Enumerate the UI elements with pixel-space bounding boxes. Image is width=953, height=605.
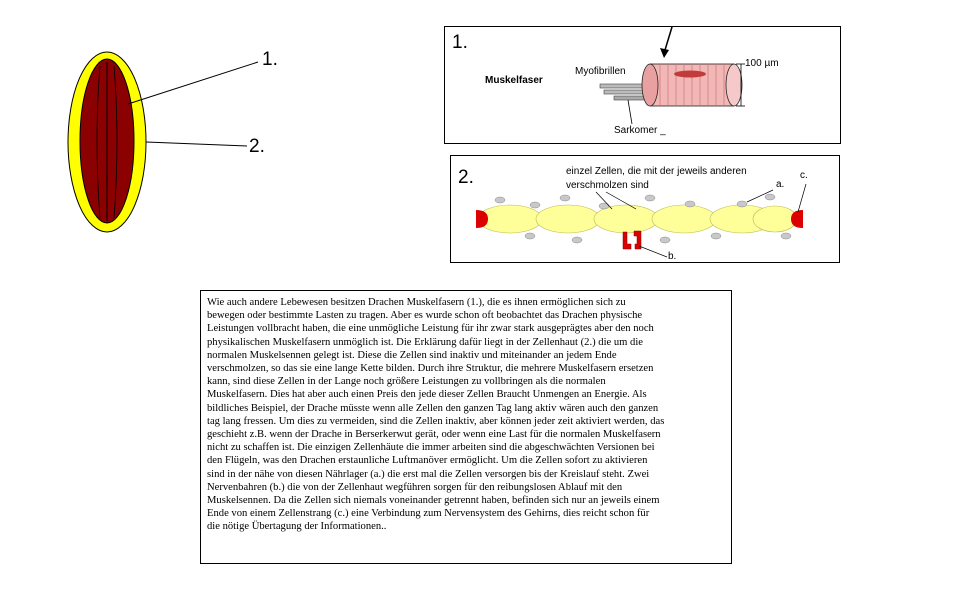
- fiber-right-split: [113, 65, 118, 219]
- sarcomere-pointer: [627, 99, 633, 125]
- nerve-pathway: [622, 231, 632, 250]
- description-line: kann, sind diese Zellen in der Lange noc…: [207, 376, 606, 388]
- caption-pointer: [605, 191, 637, 210]
- pointer-line-1: [127, 61, 259, 105]
- label-a: a.: [776, 179, 785, 190]
- panel1-title: Muskelfaser: [485, 75, 543, 86]
- description-line: geschieht z.B. wenn der Drache in Berser…: [207, 429, 661, 441]
- fiber-end-cap: [725, 63, 743, 107]
- nutrient-store: [571, 236, 583, 244]
- fiber-front-face: [641, 63, 659, 107]
- label-b: b.: [668, 251, 677, 262]
- description-text-box: Wie auch andere Lebewesen besitzen Drach…: [200, 290, 732, 564]
- nutrient-store: [659, 236, 671, 244]
- myofibrils-label: Myofibrillen: [575, 66, 626, 77]
- pointer-c: [797, 183, 807, 213]
- size-label: 100 µm: [745, 58, 779, 69]
- nutrient-store: [780, 232, 792, 240]
- nerve-connection-right: [791, 210, 803, 228]
- description-line: sind in der nähe von diesen Nährlager (a…: [207, 468, 650, 480]
- panel2-number: 2.: [458, 167, 474, 188]
- fused-cell: [535, 204, 601, 234]
- description-line: Wie auch andere Lebewesen besitzen Drach…: [207, 297, 626, 308]
- nutrient-store: [559, 194, 571, 202]
- description-line: tag lang fressen. Um dies zu vermeiden, …: [207, 415, 665, 427]
- pointer-line-2: [145, 141, 248, 147]
- description-line: nicht zu schaffen ist. Die einzigen Zell…: [207, 442, 655, 454]
- description-line: physikalischen Muskelfasern unmöglich is…: [207, 336, 643, 348]
- description-line: Muskelfasern. Dies hat aber auch einen P…: [207, 389, 647, 401]
- panel1-number: 1.: [452, 32, 468, 53]
- label-c: c.: [800, 170, 808, 181]
- fused-cell: [752, 205, 798, 233]
- description-line: Leistungen vollbracht haben, die eine un…: [207, 323, 654, 335]
- description-line: Ende von einem Zellenstrang (c.) eine Ve…: [207, 508, 650, 520]
- pointer-a: [746, 189, 774, 203]
- description-line: die nötige Übertagung der Informationen.…: [207, 521, 387, 533]
- nutrient-store: [494, 196, 506, 204]
- nutrient-store: [524, 232, 536, 240]
- description-line: den Flügeln, was den Drachen erstaunlich…: [207, 455, 648, 467]
- sarcomere-label: Sarkomer _: [614, 125, 666, 136]
- description-line: Muskelsennen. Da die Zellen sich niemals…: [207, 495, 660, 507]
- nutrient-store: [684, 200, 696, 208]
- nerve-pathway: [633, 230, 642, 250]
- left-label-2: 2.: [249, 136, 265, 157]
- nerve-connection-left: [476, 210, 488, 228]
- description-line: Nervenbahren (b.) die von der Zellenhaut…: [207, 481, 623, 493]
- panel2-caption-line1: einzel Zellen, die mit der jeweils ander…: [566, 166, 747, 177]
- caption-pointer: [595, 191, 613, 210]
- panel2-caption-line2: verschmolzen sind: [566, 180, 649, 191]
- indicator-arrow-head: [660, 48, 669, 58]
- nutrient-store: [710, 232, 722, 240]
- nucleus-band: [674, 70, 706, 78]
- description-line: bewegen oder bestimmte Lasten zu tragen.…: [207, 310, 643, 322]
- indicator-arrow-shaft: [664, 26, 673, 51]
- description-line: verschmolzen, so das sie eine lange Kett…: [207, 363, 654, 375]
- nutrient-store: [529, 201, 541, 209]
- fiber-left-split: [96, 65, 101, 219]
- description-line: normalen Muskelsennen gelegt ist. Diese …: [207, 349, 617, 361]
- nutrient-store: [764, 193, 776, 201]
- pointer-b: [638, 245, 668, 258]
- fused-cell: [651, 204, 717, 234]
- left-label-1: 1.: [262, 49, 278, 70]
- nutrient-store: [736, 200, 748, 208]
- description-line: bildliches Beispiel, der Drache müsste w…: [207, 402, 659, 414]
- nutrient-store: [644, 194, 656, 202]
